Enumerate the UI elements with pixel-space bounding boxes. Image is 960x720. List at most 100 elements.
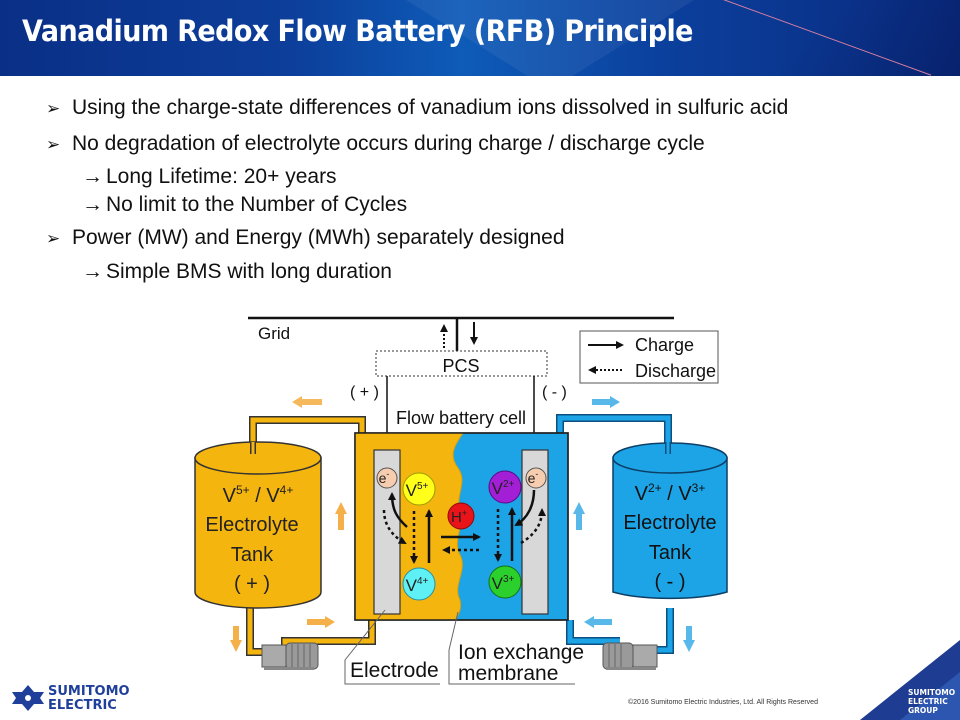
badge-line: ELECTRIC bbox=[908, 697, 948, 706]
right-arrow-icon: → bbox=[82, 193, 103, 216]
ion-label: V bbox=[406, 481, 418, 500]
bullet-text: Using the charge-state differences of va… bbox=[72, 96, 789, 119]
ion-charge: + bbox=[462, 508, 467, 518]
flow-arrow-down-right bbox=[683, 626, 695, 652]
badge-line: GROUP bbox=[908, 706, 938, 715]
ion-label: e bbox=[528, 470, 536, 486]
positive-pump-icon bbox=[261, 642, 319, 670]
ion-label: e bbox=[379, 470, 387, 486]
svg-text:V3+: V3+ bbox=[492, 574, 515, 593]
charge-electron-arrow-negative bbox=[514, 489, 536, 527]
electrode-callout-line bbox=[344, 609, 440, 685]
bullet-arrow-icon: ➢ bbox=[46, 99, 61, 118]
copyright-notice: ©2016 Sumitomo Electric Industries, Ltd.… bbox=[628, 699, 818, 706]
logo-line: SUMITOMO bbox=[48, 684, 130, 699]
negative-tank-label: Tank bbox=[649, 542, 692, 564]
negative-terminal-label: ( - ) bbox=[542, 384, 567, 401]
ion-charge: 2+ bbox=[503, 479, 515, 490]
title-banner: Vanadium Redox Flow Battery (RFB) Princi… bbox=[0, 0, 960, 76]
negative-pipe-top-fill bbox=[557, 415, 671, 453]
ion-charge: 4+ bbox=[280, 483, 294, 497]
positive-terminal-label: ( + ) bbox=[350, 384, 379, 401]
bullet-arrow-icon: ➢ bbox=[46, 135, 61, 154]
discharge-electron-arrow-negative bbox=[520, 508, 546, 545]
electron-positive: e- bbox=[376, 467, 398, 489]
ion-label: V bbox=[635, 483, 649, 505]
company-logo-text: SUMITOMO ELECTRIC bbox=[48, 685, 130, 713]
svg-text:V4+: V4+ bbox=[406, 576, 429, 595]
ion-charge: - bbox=[535, 469, 538, 479]
flow-arrow-right-top bbox=[592, 396, 620, 408]
svg-text:V5+: V5+ bbox=[406, 481, 429, 500]
sub-bullet-text: Simple BMS with long duration bbox=[106, 260, 392, 283]
membrane-label: membrane bbox=[458, 662, 558, 685]
bullet-arrow-icon: ➢ bbox=[46, 229, 61, 248]
svg-text:e-: e- bbox=[379, 469, 390, 486]
right-arrow-icon: → bbox=[82, 260, 103, 283]
flow-arrow-down-left bbox=[230, 626, 242, 652]
ion-separator: / bbox=[662, 483, 679, 505]
ion-label: V bbox=[266, 485, 280, 507]
svg-text:e-: e- bbox=[528, 469, 539, 486]
v3-ion: V3+ bbox=[488, 565, 522, 599]
ion-charge: 3+ bbox=[692, 481, 706, 495]
positive-tank-ions: V5+ / V4+ bbox=[223, 483, 294, 507]
legend-charge-label: Charge bbox=[635, 335, 694, 355]
h-ion: H+ bbox=[447, 502, 475, 530]
ion-label: H bbox=[451, 509, 462, 526]
discharge-electron-arrow-positive bbox=[382, 509, 407, 545]
ion-charge: 5+ bbox=[236, 483, 250, 497]
ion-charge: 4+ bbox=[417, 576, 429, 587]
legend-box bbox=[579, 330, 719, 384]
flow-arrow-up-left bbox=[335, 502, 347, 530]
bullet-item: ➢ No degradation of electrolyte occurs du… bbox=[46, 132, 705, 156]
cell-label: Flow battery cell bbox=[396, 408, 526, 428]
ion-label: V bbox=[492, 479, 504, 498]
grid-label: Grid bbox=[258, 324, 290, 343]
logo-line: ELECTRIC bbox=[48, 698, 117, 713]
electron-negative: e- bbox=[525, 467, 547, 489]
page-title: Vanadium Redox Flow Battery (RFB) Princi… bbox=[22, 14, 693, 48]
sub-bullet-item: →No limit to the Number of Cycles bbox=[82, 193, 407, 217]
sub-bullet-text: No limit to the Number of Cycles bbox=[106, 193, 408, 216]
right-arrow-icon: → bbox=[82, 165, 103, 188]
ion-label: V bbox=[223, 485, 237, 507]
membrane-callout-line bbox=[448, 611, 575, 685]
legend-discharge-label: Discharge bbox=[635, 361, 716, 381]
flow-arrow-up-right bbox=[573, 502, 585, 530]
bullet-item: ➢ Using the charge-state differences of v… bbox=[46, 96, 788, 120]
positive-tank-label: Tank bbox=[231, 544, 274, 566]
flow-arrow-left-top bbox=[292, 396, 322, 408]
ion-separator: / bbox=[250, 485, 267, 507]
negative-pipe-bottom-fill bbox=[567, 608, 673, 653]
banner-facet bbox=[390, 0, 710, 76]
bullet-text: No degradation of electrolyte occurs dur… bbox=[72, 132, 705, 155]
negative-tank-ions: V2+ / V3+ bbox=[635, 481, 706, 505]
sub-bullet-item: →Long Lifetime: 20+ years bbox=[82, 165, 337, 189]
flow-arrow-left-bottom bbox=[584, 616, 612, 628]
pcs-box bbox=[375, 350, 548, 377]
badge-line: SUMITOMO bbox=[908, 688, 956, 697]
positive-pipe-top-fill bbox=[250, 417, 365, 453]
ion-label: V bbox=[492, 574, 504, 593]
ion-charge: 5+ bbox=[417, 481, 429, 492]
group-badge-text: SUMITOMO ELECTRIC GROUP bbox=[908, 688, 955, 715]
negative-electrolyte-tank bbox=[612, 442, 728, 600]
sub-bullet-text: Long Lifetime: 20+ years bbox=[106, 165, 337, 188]
sub-bullet-item: →Simple BMS with long duration bbox=[82, 260, 392, 284]
ion-charge: 2+ bbox=[648, 481, 662, 495]
bullet-text: Power (MW) and Energy (MWh) separately d… bbox=[72, 226, 565, 249]
svg-text:V2+: V2+ bbox=[492, 479, 515, 498]
positive-electrolyte-tank bbox=[194, 441, 322, 609]
pcs-label: PCS bbox=[442, 356, 479, 376]
bullet-item: ➢ Power (MW) and Energy (MWh) separately … bbox=[46, 226, 565, 250]
ion-label: V bbox=[406, 576, 418, 595]
sumitomo-logo-icon bbox=[12, 685, 44, 711]
negative-pump-icon bbox=[602, 642, 658, 670]
positive-tank-label: Electrolyte bbox=[205, 514, 298, 536]
negative-tank-label: Electrolyte bbox=[623, 512, 716, 534]
ion-charge: 3+ bbox=[503, 574, 515, 585]
v4-ion: V4+ bbox=[402, 567, 436, 601]
v2-ion: V2+ bbox=[488, 470, 522, 504]
